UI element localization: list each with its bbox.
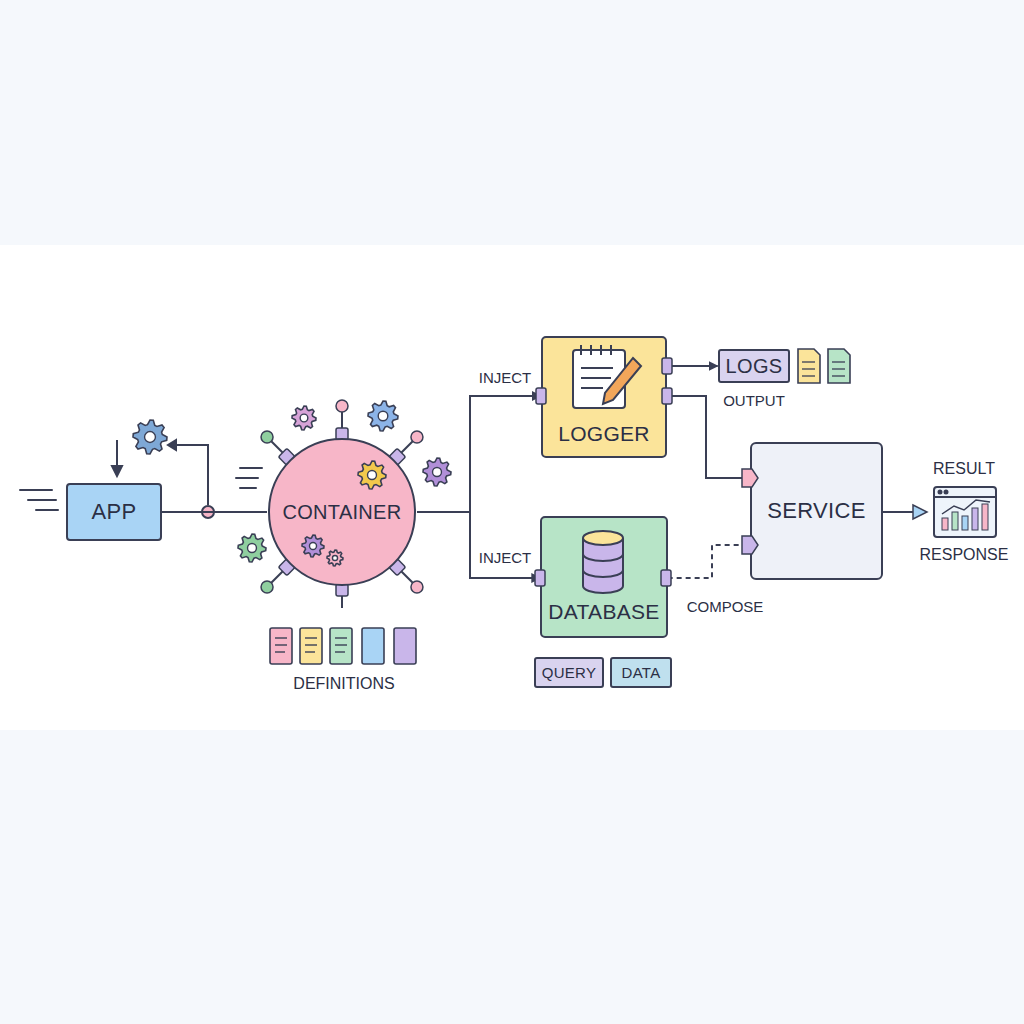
gear-hole xyxy=(145,432,156,443)
node-label: DATA xyxy=(622,664,661,681)
result-chart-icon xyxy=(934,487,996,537)
node-label: CONTAINER xyxy=(283,501,402,524)
edge-label: COMPOSE xyxy=(684,598,767,615)
definition-cards xyxy=(270,628,416,664)
gear xyxy=(423,458,451,486)
node-label: LOGGER xyxy=(558,422,650,446)
edge-label: INJECT xyxy=(476,369,535,386)
component-box: APP xyxy=(66,483,162,541)
component-box: LOGGER xyxy=(541,336,667,458)
container-circle: CONTAINER xyxy=(267,437,417,587)
knob xyxy=(261,431,273,443)
caption-label: RESPONSE xyxy=(917,546,1012,564)
container-knobs xyxy=(261,400,423,608)
knob xyxy=(411,581,423,593)
knob xyxy=(411,431,423,443)
node-label: LOGS xyxy=(726,355,783,378)
log-files xyxy=(798,349,850,383)
gear xyxy=(358,461,386,489)
component-box: DATABASE xyxy=(540,516,667,638)
gear-hole xyxy=(433,468,442,477)
component-box: LOGS xyxy=(718,349,791,383)
gear-hole xyxy=(300,414,308,422)
caption-label: DEFINITIONS xyxy=(290,675,397,693)
gear-hole xyxy=(368,471,377,480)
edge-label: OUTPUT xyxy=(720,392,788,409)
connector xyxy=(417,512,540,578)
bottom-band xyxy=(0,730,1024,1024)
gear xyxy=(368,401,398,431)
gear-hole xyxy=(248,544,257,553)
knob xyxy=(261,581,273,593)
gear xyxy=(327,550,343,566)
top-band xyxy=(0,0,1024,245)
component-box: SERVICE xyxy=(750,442,883,580)
gear-hole xyxy=(378,411,388,421)
node-label: SERVICE xyxy=(767,498,865,524)
connector xyxy=(668,545,750,578)
edge-label: INJECT xyxy=(476,549,535,566)
connector xyxy=(417,396,541,512)
node-label: APP xyxy=(92,499,137,525)
connector xyxy=(667,365,718,367)
gear xyxy=(133,420,167,454)
gear-hole xyxy=(309,542,316,549)
result-arrow xyxy=(883,505,927,519)
component-box: DATA xyxy=(610,657,672,688)
node-label: QUERY xyxy=(542,664,597,681)
gear xyxy=(292,406,316,430)
node-label: DATABASE xyxy=(548,600,659,624)
component-box: QUERY xyxy=(534,657,605,688)
connector xyxy=(162,511,267,513)
knob xyxy=(336,400,348,412)
gear-hole xyxy=(332,555,337,560)
gear xyxy=(238,534,266,562)
gear xyxy=(302,535,324,557)
caption-label: RESULT xyxy=(930,460,998,478)
